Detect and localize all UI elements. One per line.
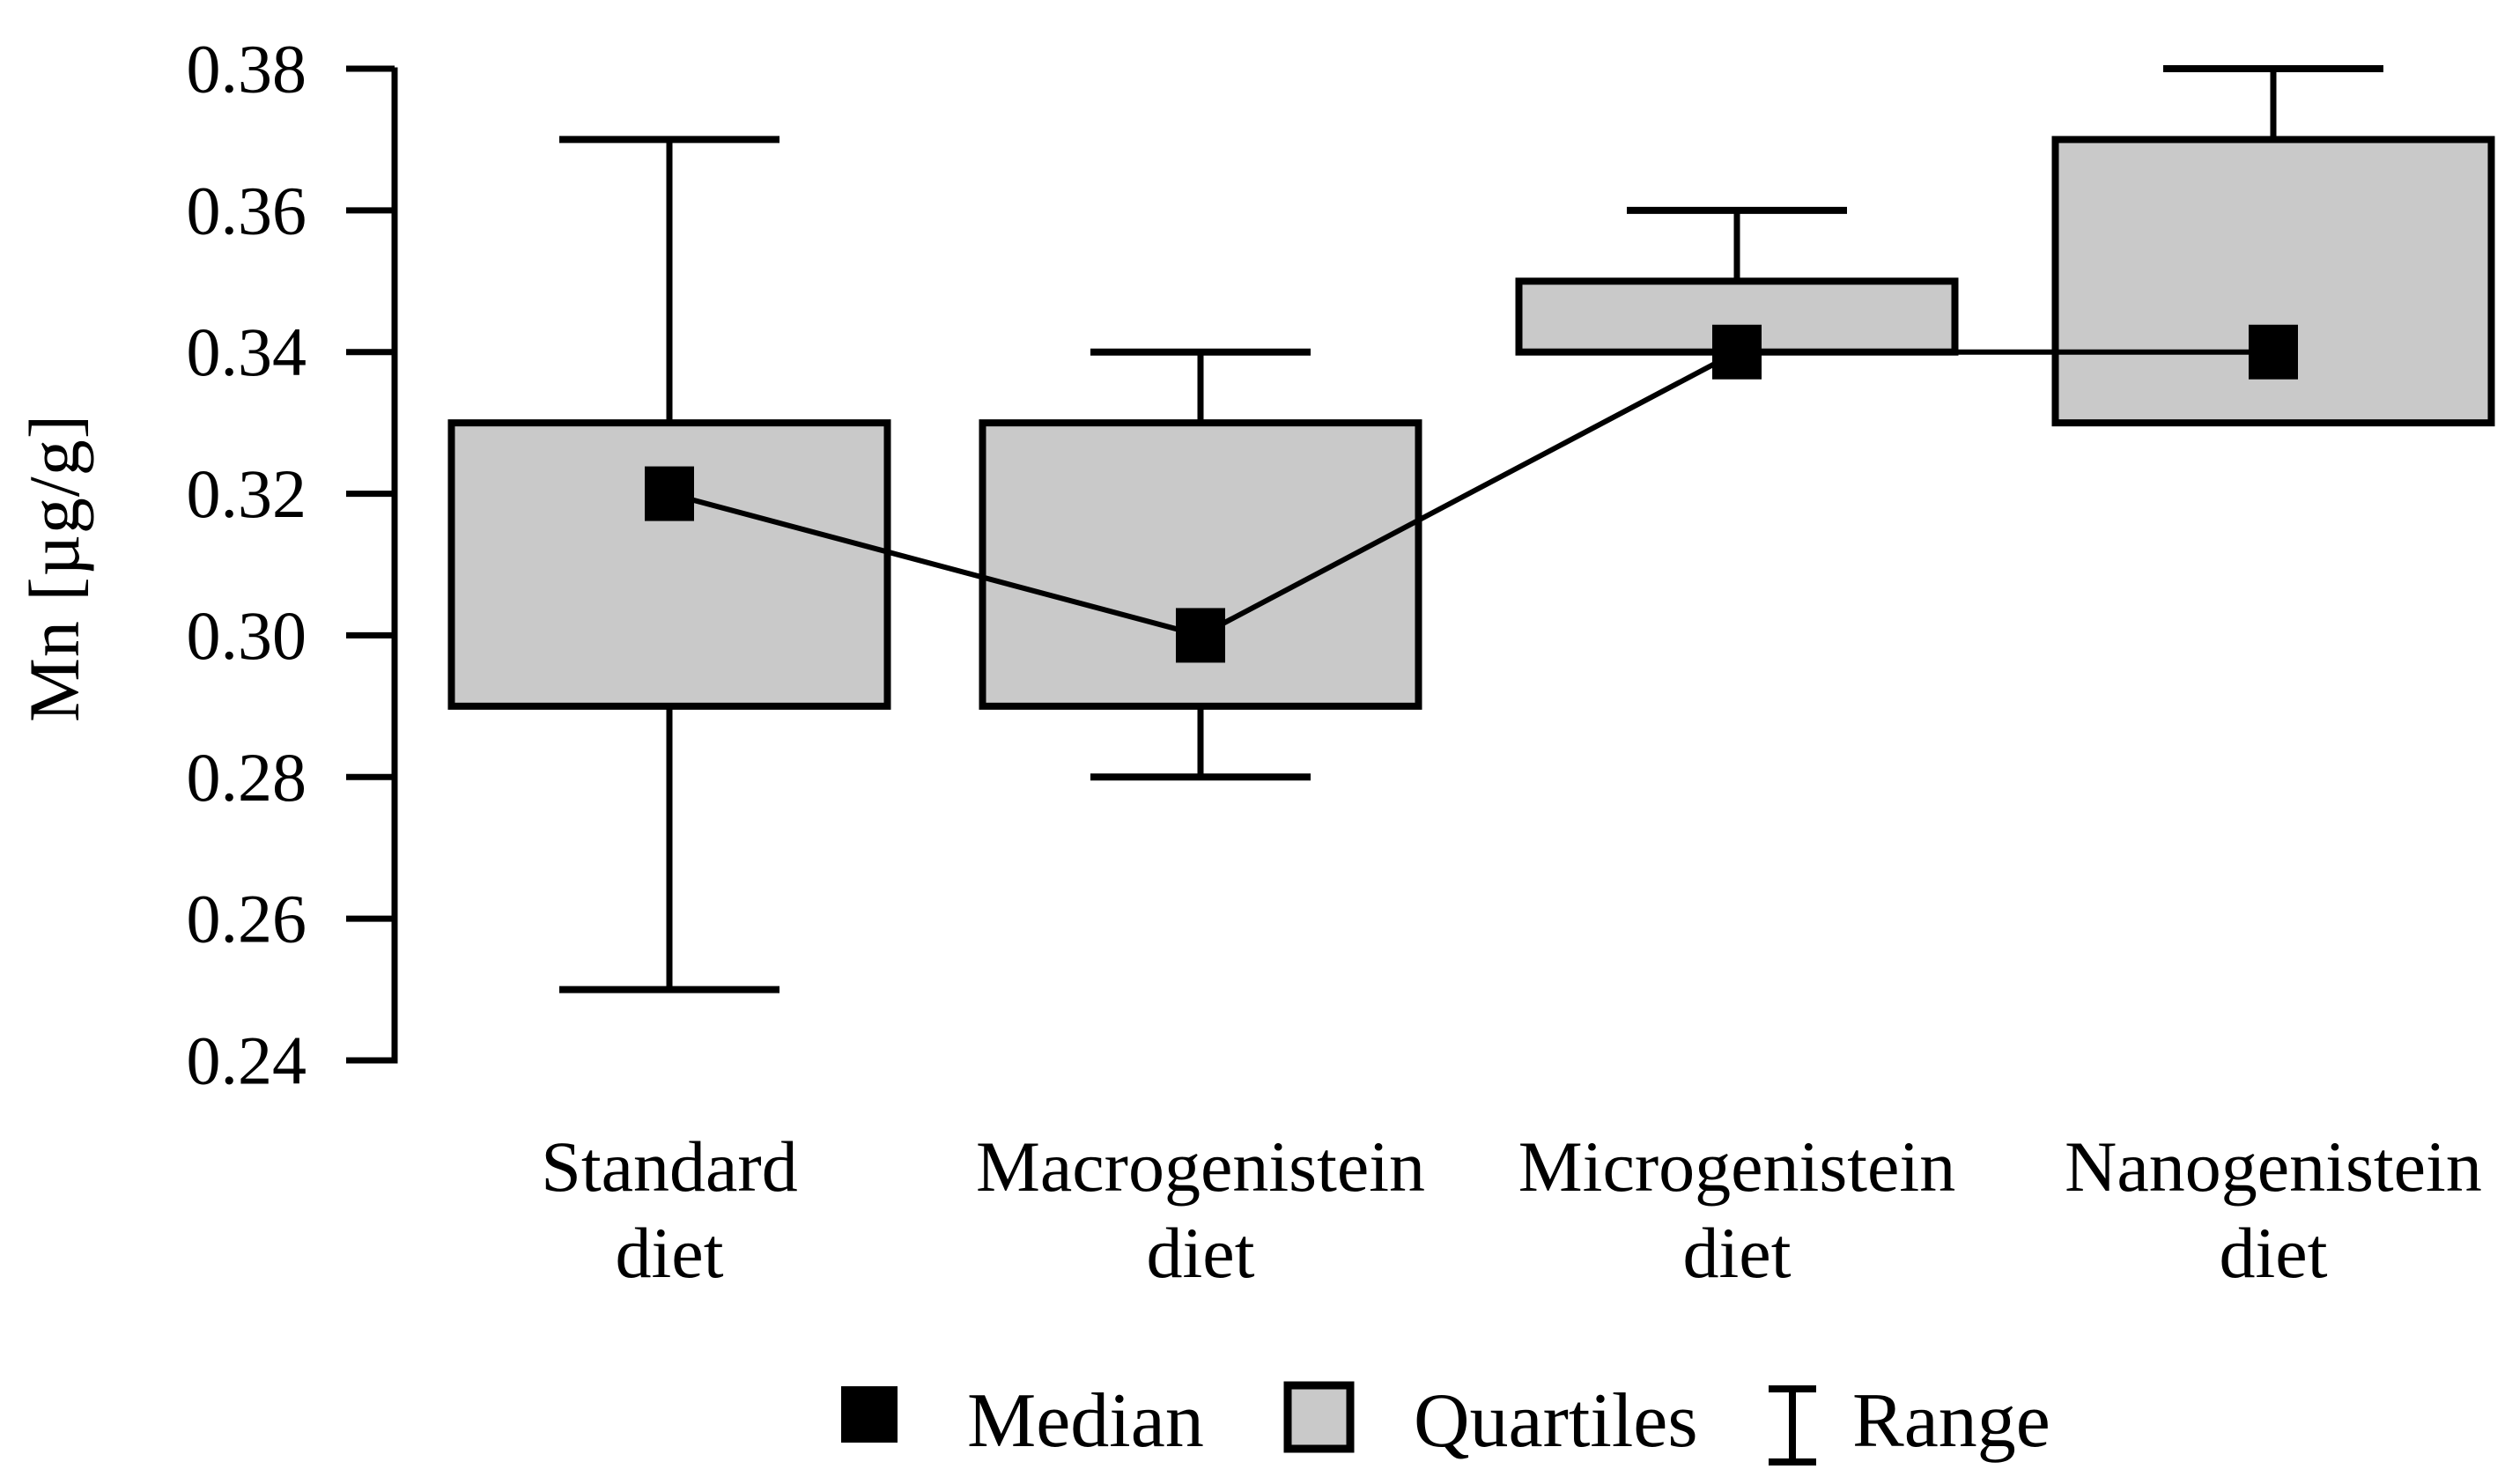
y-tick-label: 0.36	[187, 172, 307, 248]
y-tick-label: 0.38	[187, 31, 307, 107]
x-category-label-line2: diet	[616, 1213, 724, 1293]
median-connector-segment	[669, 491, 1201, 639]
x-category-label-line1: Standard	[541, 1126, 797, 1207]
median-connector-segment	[1199, 350, 1739, 639]
y-tick-label: 0.30	[187, 597, 307, 674]
median-marker	[2249, 324, 2298, 380]
median-marker	[1176, 608, 1225, 663]
y-tick-label: 0.24	[187, 1023, 307, 1099]
legend-label-range: Range	[1852, 1378, 2050, 1464]
y-tick-label: 0.32	[187, 455, 307, 532]
x-category-label-line1: Microgenistein	[1518, 1126, 1955, 1207]
legend-label-quartiles: Quartiles	[1414, 1378, 1698, 1464]
x-category-label-line2: diet	[1147, 1213, 1255, 1293]
median-marker	[645, 466, 694, 521]
y-tick-label: 0.34	[187, 314, 307, 390]
y-tick-label: 0.26	[187, 881, 307, 957]
x-category-label-line2: diet	[1683, 1213, 1792, 1293]
x-category-label-line1: Macrogenistein	[976, 1126, 1425, 1207]
x-category-label-line2: diet	[2220, 1213, 2328, 1293]
y-tick-label: 0.28	[187, 739, 307, 816]
y-axis-title: Mn [µg/g]	[14, 413, 94, 723]
legend-label-median: Median	[967, 1378, 1204, 1464]
quartile-box	[447, 419, 891, 710]
median-marker	[1712, 324, 1762, 380]
x-category-label-line1: Nanogenistein	[2065, 1126, 2482, 1207]
legend-median-square-icon	[841, 1386, 898, 1443]
legend-quartiles-box-icon	[1283, 1381, 1355, 1453]
quartile-box	[979, 419, 1422, 710]
quartile-box	[2051, 136, 2495, 427]
